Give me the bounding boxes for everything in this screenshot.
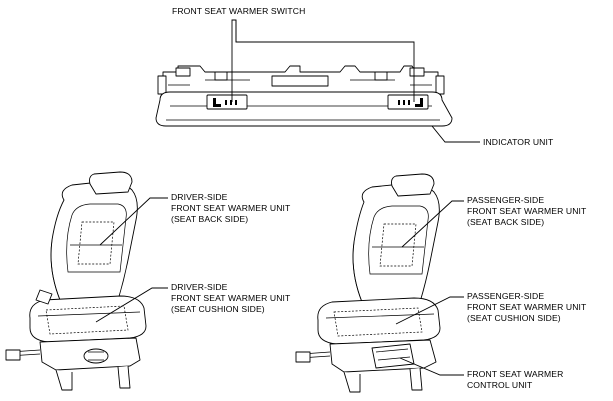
passenger-back-label: PASSENGER-SIDE FRONT SEAT WARMER UNIT (S…: [467, 195, 589, 227]
passenger-seat: [295, 173, 441, 393]
driver-back-label: DRIVER-SIDE FRONT SEAT WARMER UNIT (SEAT…: [171, 192, 293, 224]
driver-cushion-label: DRIVER-SIDE FRONT SEAT WARMER UNIT (SEAT…: [171, 282, 293, 314]
switch-label: FRONT SEAT WARMER SWITCH: [172, 6, 305, 16]
switch-panel-assembly: [155, 65, 453, 127]
indicator-label: INDICATOR UNIT: [483, 137, 554, 147]
passenger-cushion-label: PASSENGER-SIDE FRONT SEAT WARMER UNIT (S…: [467, 291, 589, 323]
driver-seat: [5, 171, 147, 391]
control-unit-label: FRONT SEAT WARMER CONTROL UNIT: [467, 369, 566, 390]
